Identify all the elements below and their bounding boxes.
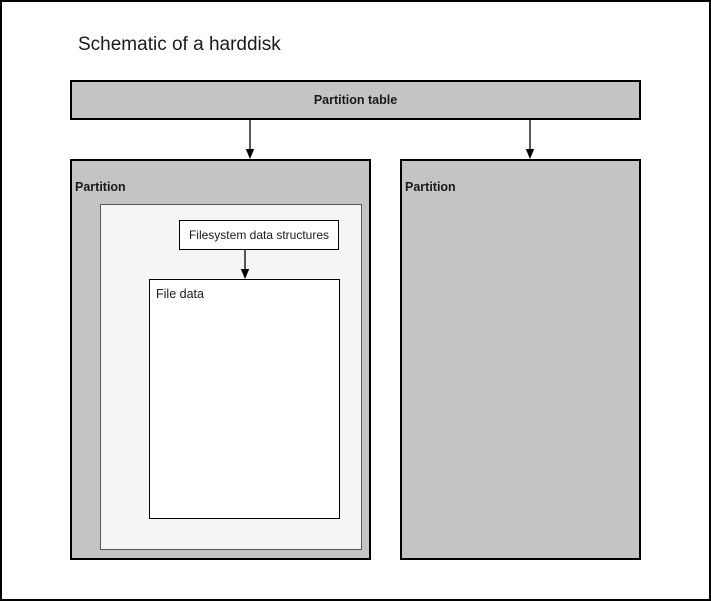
partition-right-label: Partition (405, 180, 456, 194)
arrow-down-connector (245, 120, 255, 159)
arrow-down-connector (240, 250, 250, 279)
filesystem-data-structures-box: Filesystem data structures (179, 220, 339, 250)
file-data-label: File data (156, 287, 204, 301)
arrow-down-connector (525, 120, 535, 159)
partition-left-label: Partition (75, 180, 126, 194)
partition-table-box: Partition table (70, 80, 641, 120)
diagram-title: Schematic of a harddisk (78, 34, 281, 55)
partition-left-box: Partition Filesystem data structures Fil… (70, 159, 371, 560)
filesystem-area: Filesystem data structures File data (100, 204, 362, 550)
partition-right-box: Partition (400, 159, 641, 560)
filesystem-data-structures-label: Filesystem data structures (188, 228, 330, 242)
file-data-box: File data (149, 279, 340, 519)
partition-table-label: Partition table (313, 93, 398, 107)
